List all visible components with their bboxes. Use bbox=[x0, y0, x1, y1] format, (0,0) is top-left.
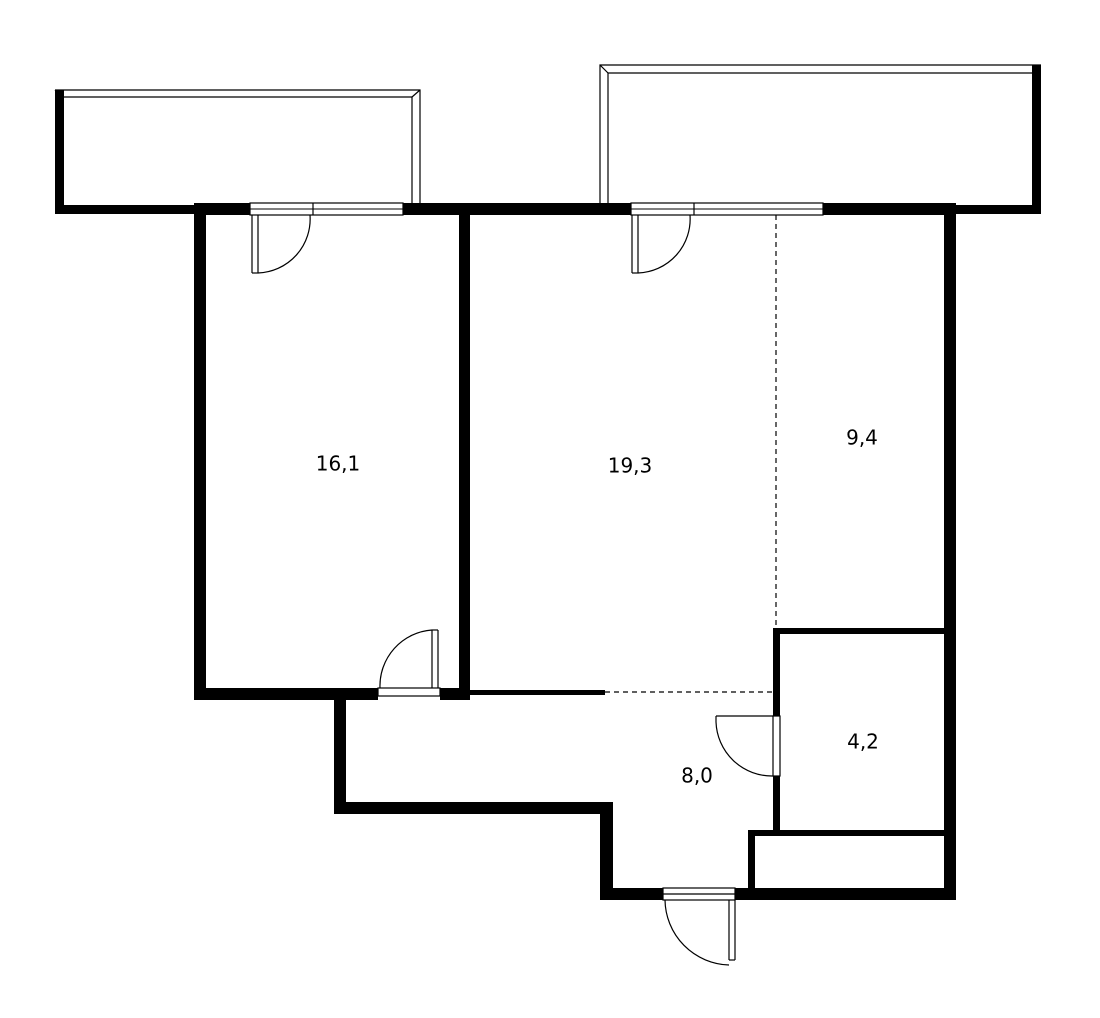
balcony-right bbox=[599, 64, 1041, 214]
window-living bbox=[630, 202, 824, 216]
balcony-left bbox=[54, 89, 421, 214]
exterior-walls bbox=[194, 203, 956, 900]
room-area-bedroom: 16,1 bbox=[316, 452, 361, 476]
room-area-living: 19,3 bbox=[608, 454, 653, 478]
room-area-hall: 8,0 bbox=[681, 764, 713, 788]
door-bedroom-balcony bbox=[251, 214, 311, 274]
door-bedroom bbox=[377, 629, 441, 697]
interior-walls bbox=[459, 203, 953, 898]
door-entrance bbox=[662, 887, 736, 966]
door-bathroom bbox=[715, 715, 781, 777]
window-bedroom bbox=[249, 202, 404, 216]
zone-separators bbox=[605, 215, 777, 693]
room-area-bathroom: 4,2 bbox=[847, 730, 879, 754]
room-area-kitchen: 9,4 bbox=[846, 426, 878, 450]
door-living-balcony bbox=[631, 214, 691, 274]
